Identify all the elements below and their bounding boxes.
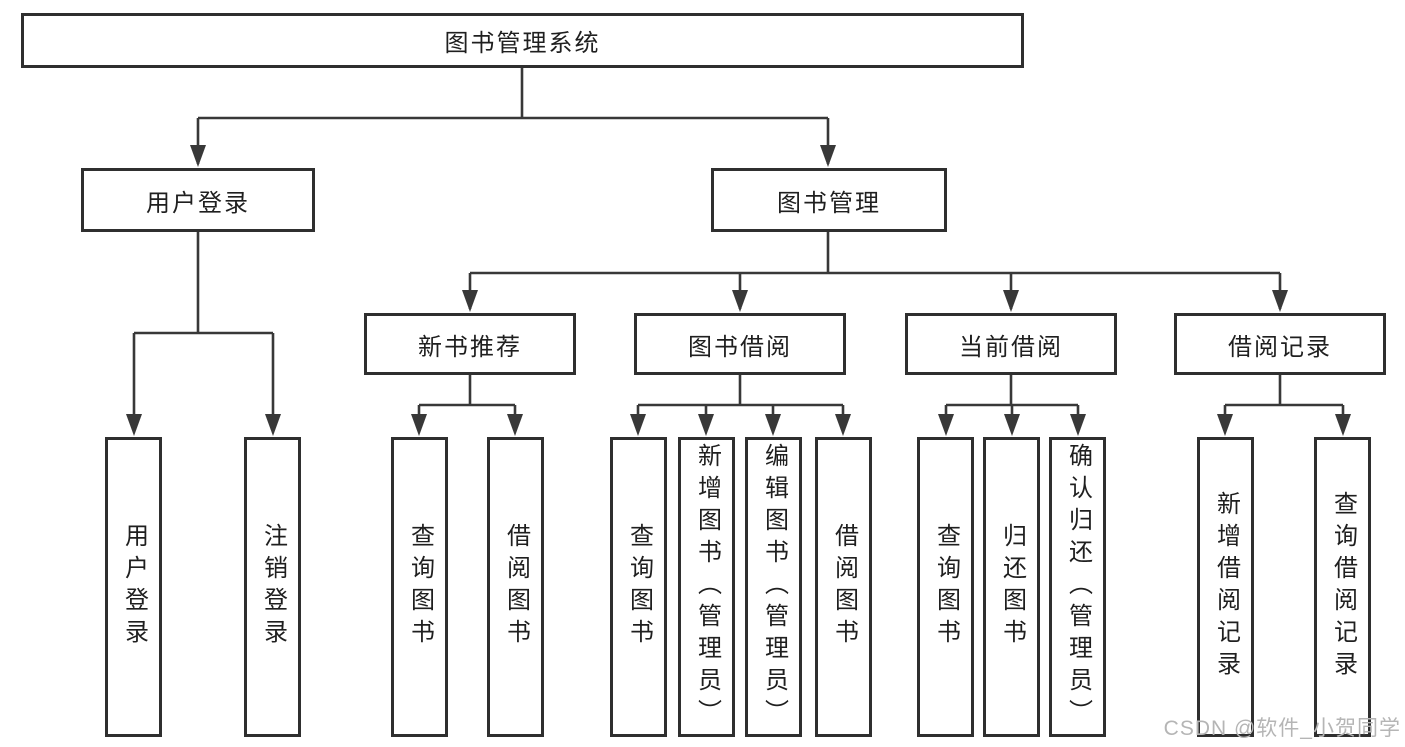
node-current-borrow: 当前借阅: [905, 313, 1117, 375]
node-new-book-recommend: 新书推荐: [364, 313, 576, 375]
leaf-rec-query-book-label: 查询图书: [406, 523, 434, 651]
leaf-bb-borrow-book-label: 借阅图书: [830, 523, 858, 651]
leaf-bb-add-book-label: 新增图书（管理员）: [693, 443, 721, 731]
leaf-cb-return-book-label: 归还图书: [998, 523, 1026, 651]
watermark: CSDN @软件_小贺同学: [1163, 717, 1401, 740]
leaf-bb-add-book: 新增图书（管理员）: [678, 437, 735, 737]
leaf-bb-edit-book: 编辑图书（管理员）: [745, 437, 802, 737]
leaf-logout-label: 注销登录: [259, 523, 287, 651]
node-borrow-record: 借阅记录: [1174, 313, 1386, 375]
leaf-bb-query-book-label: 查询图书: [625, 523, 653, 651]
node-book-management: 图书管理: [711, 168, 947, 232]
leaf-rec-query-book: 查询图书: [391, 437, 448, 737]
leaf-br-add-record-label: 新增借阅记录: [1212, 491, 1240, 683]
leaf-br-query-record-label: 查询借阅记录: [1329, 491, 1357, 683]
leaf-cb-confirm-return-label: 确认归还（管理员）: [1064, 443, 1092, 731]
leaf-rec-borrow-book-label: 借阅图书: [502, 523, 530, 651]
leaf-br-query-record: 查询借阅记录: [1314, 437, 1371, 737]
leaf-user-login: 用户登录: [105, 437, 162, 737]
node-current-borrow-label: 当前借阅: [959, 333, 1063, 361]
node-borrow-record-label: 借阅记录: [1228, 333, 1332, 361]
leaf-bb-borrow-book: 借阅图书: [815, 437, 872, 737]
leaf-cb-return-book: 归还图书: [983, 437, 1040, 737]
leaf-cb-confirm-return: 确认归还（管理员）: [1049, 437, 1106, 737]
leaf-cb-query-book: 查询图书: [917, 437, 974, 737]
leaf-br-add-record: 新增借阅记录: [1197, 437, 1254, 737]
node-user-login-label: 用户登录: [146, 189, 250, 217]
node-book-management-label: 图书管理: [777, 189, 881, 217]
leaf-cb-query-book-label: 查询图书: [932, 523, 960, 651]
node-book-borrow-label: 图书借阅: [688, 333, 792, 361]
node-root-label: 图书管理系统: [444, 30, 601, 57]
node-root: 图书管理系统: [21, 13, 1024, 68]
leaf-logout: 注销登录: [244, 437, 301, 737]
leaf-bb-query-book: 查询图书: [610, 437, 667, 737]
node-new-book-recommend-label: 新书推荐: [418, 333, 522, 361]
leaf-bb-edit-book-label: 编辑图书（管理员）: [760, 443, 788, 731]
leaf-user-login-label: 用户登录: [120, 523, 148, 651]
node-book-borrow: 图书借阅: [634, 313, 846, 375]
node-user-login: 用户登录: [81, 168, 315, 232]
leaf-rec-borrow-book: 借阅图书: [487, 437, 544, 737]
